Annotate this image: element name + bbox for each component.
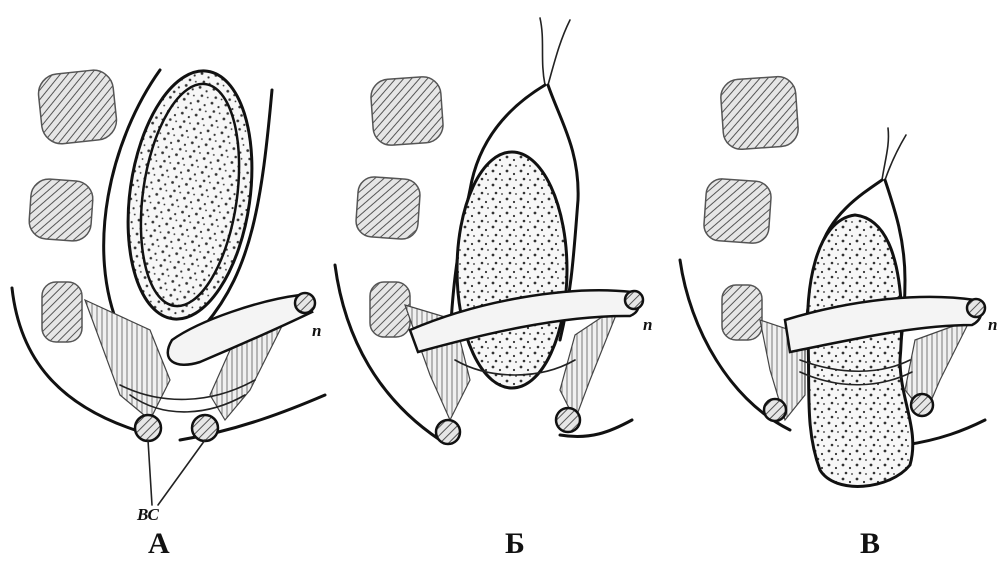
body-wall-right bbox=[905, 420, 985, 445]
band-annotation: п bbox=[988, 315, 997, 334]
muscle-fibers bbox=[85, 300, 170, 420]
sphincter-node bbox=[192, 415, 218, 441]
sling-anchor bbox=[295, 293, 315, 313]
bottom-annotation: ВС bbox=[136, 505, 160, 524]
sphincter-node bbox=[911, 394, 933, 416]
panel-label: В bbox=[860, 527, 880, 560]
vertebra bbox=[28, 178, 94, 242]
panel-label: А bbox=[148, 527, 170, 560]
panel-a: ВС п А bbox=[12, 63, 325, 560]
sphincter-node bbox=[556, 408, 580, 432]
vertebra bbox=[370, 76, 444, 147]
band-annotation: п bbox=[312, 321, 321, 340]
rectum-organ bbox=[113, 63, 267, 327]
vertebra bbox=[720, 75, 800, 150]
vertebra bbox=[722, 285, 762, 340]
panel-label: Б bbox=[505, 527, 525, 560]
sling-anchor bbox=[625, 291, 643, 309]
panel-v: п В bbox=[680, 75, 997, 560]
vertebra bbox=[355, 176, 421, 240]
sphincter-node bbox=[135, 415, 161, 441]
sphincter-node bbox=[436, 420, 460, 444]
vertebra bbox=[370, 282, 410, 337]
band-annotation: п bbox=[643, 315, 652, 334]
sling-anchor bbox=[967, 299, 985, 317]
mesentery-line bbox=[548, 20, 570, 85]
vertebra bbox=[42, 282, 82, 342]
pointer-line bbox=[148, 440, 152, 505]
vertebra bbox=[37, 68, 119, 145]
rectum-organ bbox=[457, 152, 567, 388]
panel-b: п Б bbox=[335, 18, 652, 560]
sphincter-node bbox=[764, 399, 786, 421]
mesentery-line bbox=[540, 18, 545, 85]
pointer-line bbox=[158, 440, 205, 505]
vertebra bbox=[703, 178, 772, 244]
rectum-organ bbox=[808, 215, 913, 486]
